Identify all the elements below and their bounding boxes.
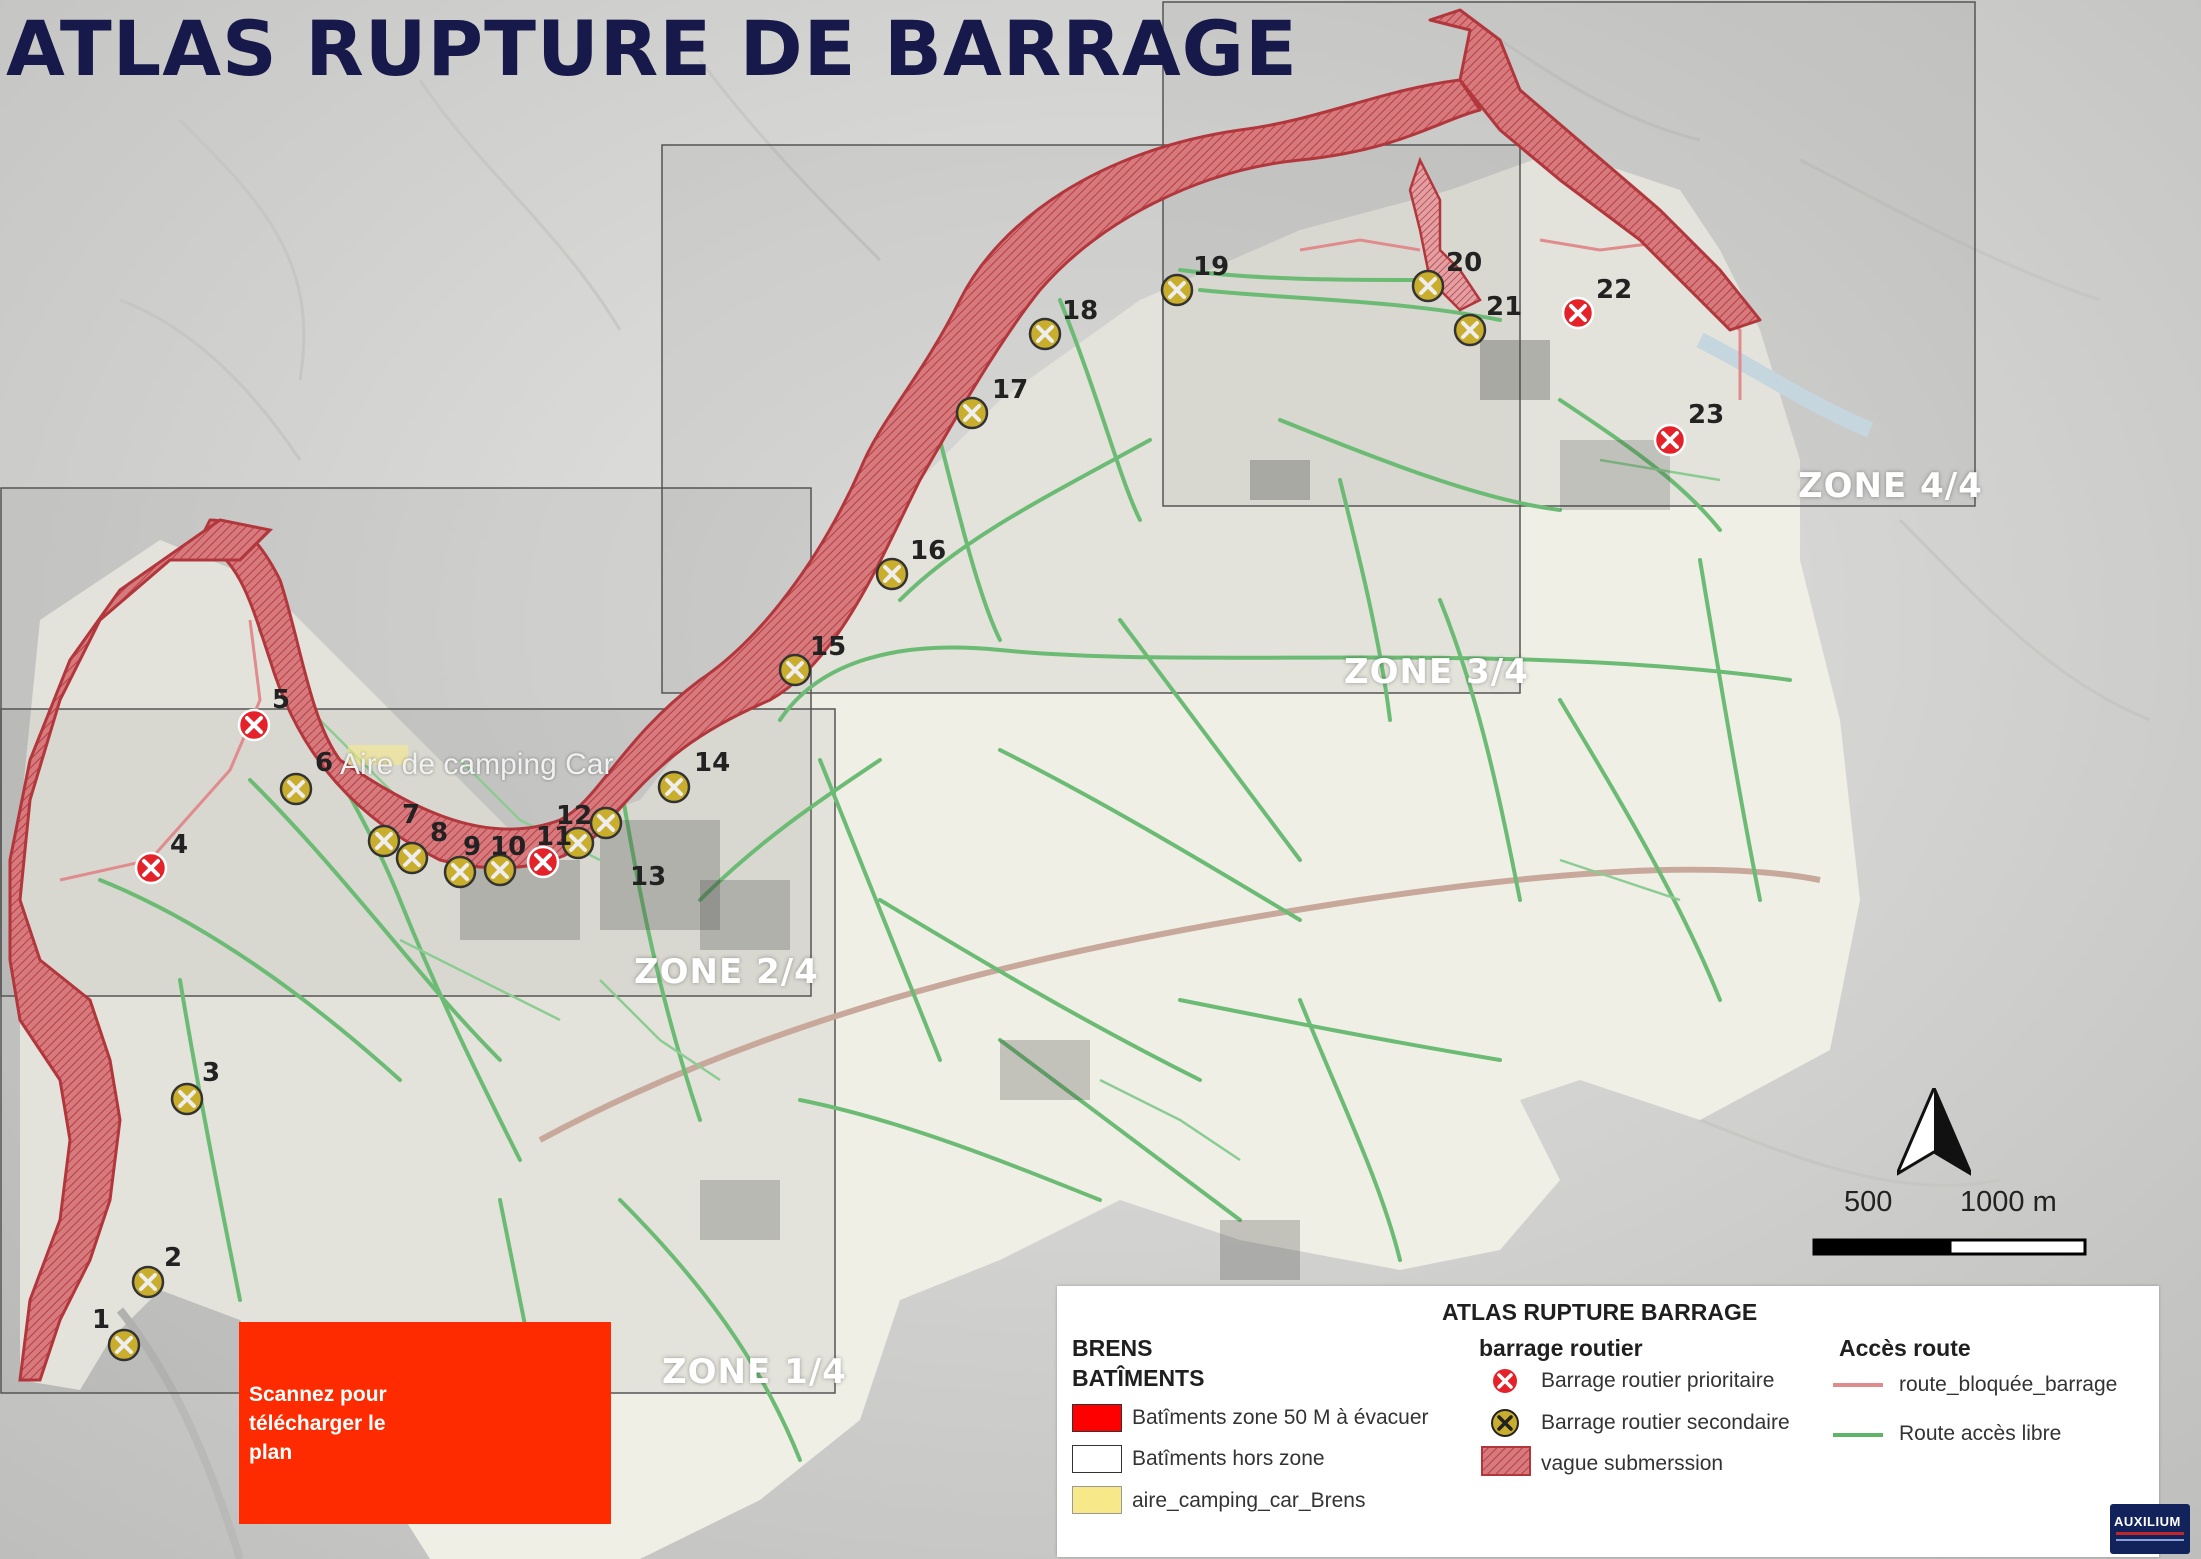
- roadblock-marker-22[interactable]: [1561, 296, 1595, 330]
- roadblock-number-9: 9: [463, 832, 482, 862]
- legend-roadblock-heading: barrage routier: [1479, 1335, 1643, 1361]
- roadblock-number-22: 22: [1596, 275, 1633, 305]
- roadblock-number-10: 10: [490, 832, 527, 862]
- roadblock-number-19: 19: [1193, 252, 1230, 282]
- roadblock-marker-9[interactable]: [443, 855, 477, 889]
- flood-wave-inlet: [1408, 156, 1482, 312]
- roadblock-marker-18[interactable]: [1028, 317, 1062, 351]
- logo-text: AUXILIUM: [2114, 1514, 2181, 1529]
- roadblock-number-12: 12: [556, 801, 593, 831]
- roadblock-number-8: 8: [430, 818, 449, 848]
- legend-access-heading: Accès route: [1839, 1335, 1971, 1361]
- roadblock-number-5: 5: [272, 685, 291, 715]
- roadblock-number-2: 2: [164, 1243, 183, 1273]
- legend-buildings-heading-2: BATÎMENTS: [1072, 1365, 1205, 1391]
- roadblock-number-11: 11: [536, 822, 573, 852]
- auxilium-logo: AUXILIUM: [2110, 1504, 2190, 1554]
- legend-title: ATLAS RUPTURE BARRAGE: [1442, 1299, 1758, 1325]
- roadblock-number-15: 15: [810, 632, 847, 662]
- logo-stripe-blue: [2116, 1539, 2184, 1541]
- legend-label-priority: Barrage routier prioritaire: [1541, 1369, 1775, 1392]
- roadblock-number-4: 4: [170, 830, 189, 860]
- legend-label-outside: Batîments hors zone: [1132, 1447, 1325, 1470]
- roadblock-marker-4[interactable]: [134, 851, 168, 885]
- legend-label-secondary: Barrage routier secondaire: [1541, 1411, 1790, 1434]
- logo-stripe-red: [2116, 1532, 2184, 1535]
- legend-free-road-line: [1833, 1433, 1883, 1437]
- roadblock-number-7: 7: [402, 800, 421, 830]
- scale-bar: [1812, 1238, 2087, 1256]
- roadblock-number-20: 20: [1446, 248, 1483, 278]
- legend-swatch-camping: [1072, 1486, 1122, 1514]
- map-title: ATLAS RUPTURE DE BARRAGE: [6, 4, 1298, 93]
- scale-label-end: 1000 m: [1960, 1186, 2057, 1218]
- roadblock-number-14: 14: [694, 748, 731, 778]
- roadblock-marker-1[interactable]: [107, 1328, 141, 1362]
- zone-label-3: ZONE 3/4: [1344, 652, 1529, 692]
- roadblock-marker-11[interactable]: [526, 845, 560, 879]
- legend-label-flood: vague submerssion: [1541, 1452, 1724, 1475]
- roadblock-marker-8[interactable]: [395, 841, 429, 875]
- commune-area: [20, 150, 1860, 1559]
- roadblock-marker-20[interactable]: [1411, 269, 1445, 303]
- legend-label-free-road: Route accès libre: [1899, 1422, 2062, 1445]
- qr-download-text: Scannez pour télécharger le plan: [249, 1383, 387, 1464]
- building-clusters: [460, 340, 1670, 1280]
- roadblock-number-23: 23: [1688, 400, 1725, 430]
- scale-label-mid: 500: [1844, 1186, 1893, 1218]
- river-tributary: [1696, 332, 1874, 438]
- zone-frames: [0, 1, 1976, 1394]
- roadblock-marker-23[interactable]: [1653, 423, 1687, 457]
- legend-priority-icon: [1491, 1367, 1519, 1395]
- roadblock-marker-19[interactable]: [1160, 273, 1194, 307]
- roadblock-marker-7[interactable]: [367, 824, 401, 858]
- roadblock-markers: [107, 269, 1687, 1362]
- camping-car-label: Aire de camping Car: [340, 748, 614, 781]
- roadblock-number-18: 18: [1062, 296, 1099, 326]
- roads-free: [98, 268, 1792, 1502]
- roadblock-number-16: 16: [910, 536, 947, 566]
- camping-car-area: [348, 745, 408, 765]
- roadblock-marker-15[interactable]: [778, 653, 812, 687]
- zone-label-4: ZONE 4/4: [1798, 466, 1983, 506]
- terrain-ridges: [119, 38, 2151, 1187]
- roadblock-number-21: 21: [1486, 292, 1523, 322]
- roadblock-number-1: 1: [92, 1305, 111, 1335]
- legend-panel: ATLAS RUPTURE BARRAGE BRENS BATÎMENTS Ba…: [1057, 1286, 2159, 1557]
- roadblock-marker-5[interactable]: [237, 708, 271, 742]
- qr-download-panel[interactable]: Scannez pour télécharger le plan: [239, 1322, 611, 1524]
- legend-label-evacuate: Batîments zone 50 M à évacuer: [1132, 1406, 1429, 1429]
- legend-blocked-road-line: [1833, 1383, 1883, 1387]
- legend-swatch-outside: [1072, 1445, 1122, 1473]
- legend-buildings-heading-1: BRENS: [1072, 1335, 1153, 1361]
- roadblock-marker-3[interactable]: [170, 1082, 204, 1116]
- north-arrow-icon: [1897, 1088, 1971, 1176]
- legend-swatch-evacuate: [1072, 1404, 1122, 1432]
- motorway: [538, 866, 1821, 1143]
- flood-wave-west: [8, 518, 274, 1382]
- roadblock-number-17: 17: [992, 375, 1029, 405]
- roadblock-marker-6[interactable]: [279, 772, 313, 806]
- roadblock-number-6: 6: [315, 748, 334, 778]
- roadblock-marker-16[interactable]: [875, 557, 909, 591]
- roadblock-marker-14[interactable]: [657, 770, 691, 804]
- zone-label-2: ZONE 2/4: [634, 952, 819, 992]
- zone-label-1: ZONE 1/4: [662, 1352, 847, 1392]
- river-aveyron: [116, 1307, 244, 1559]
- roadblock-number-13: 13: [630, 862, 667, 892]
- roadblock-number-3: 3: [202, 1058, 221, 1088]
- roadblock-marker-13[interactable]: [589, 806, 623, 840]
- roadblock-marker-17[interactable]: [955, 396, 989, 430]
- legend-label-camping: aire_camping_car_Brens: [1132, 1489, 1366, 1512]
- legend-label-blocked-road: route_bloquée_barrage: [1899, 1373, 2118, 1396]
- roadblock-marker-21[interactable]: [1453, 313, 1487, 347]
- legend-flood-swatch: [1481, 1446, 1531, 1476]
- zone-4-frame: [1162, 1, 1976, 507]
- roadblock-marker-12[interactable]: [561, 826, 595, 860]
- legend-secondary-icon: [1491, 1409, 1519, 1437]
- roadblock-marker-10[interactable]: [483, 853, 517, 887]
- roadblock-marker-2[interactable]: [131, 1265, 165, 1299]
